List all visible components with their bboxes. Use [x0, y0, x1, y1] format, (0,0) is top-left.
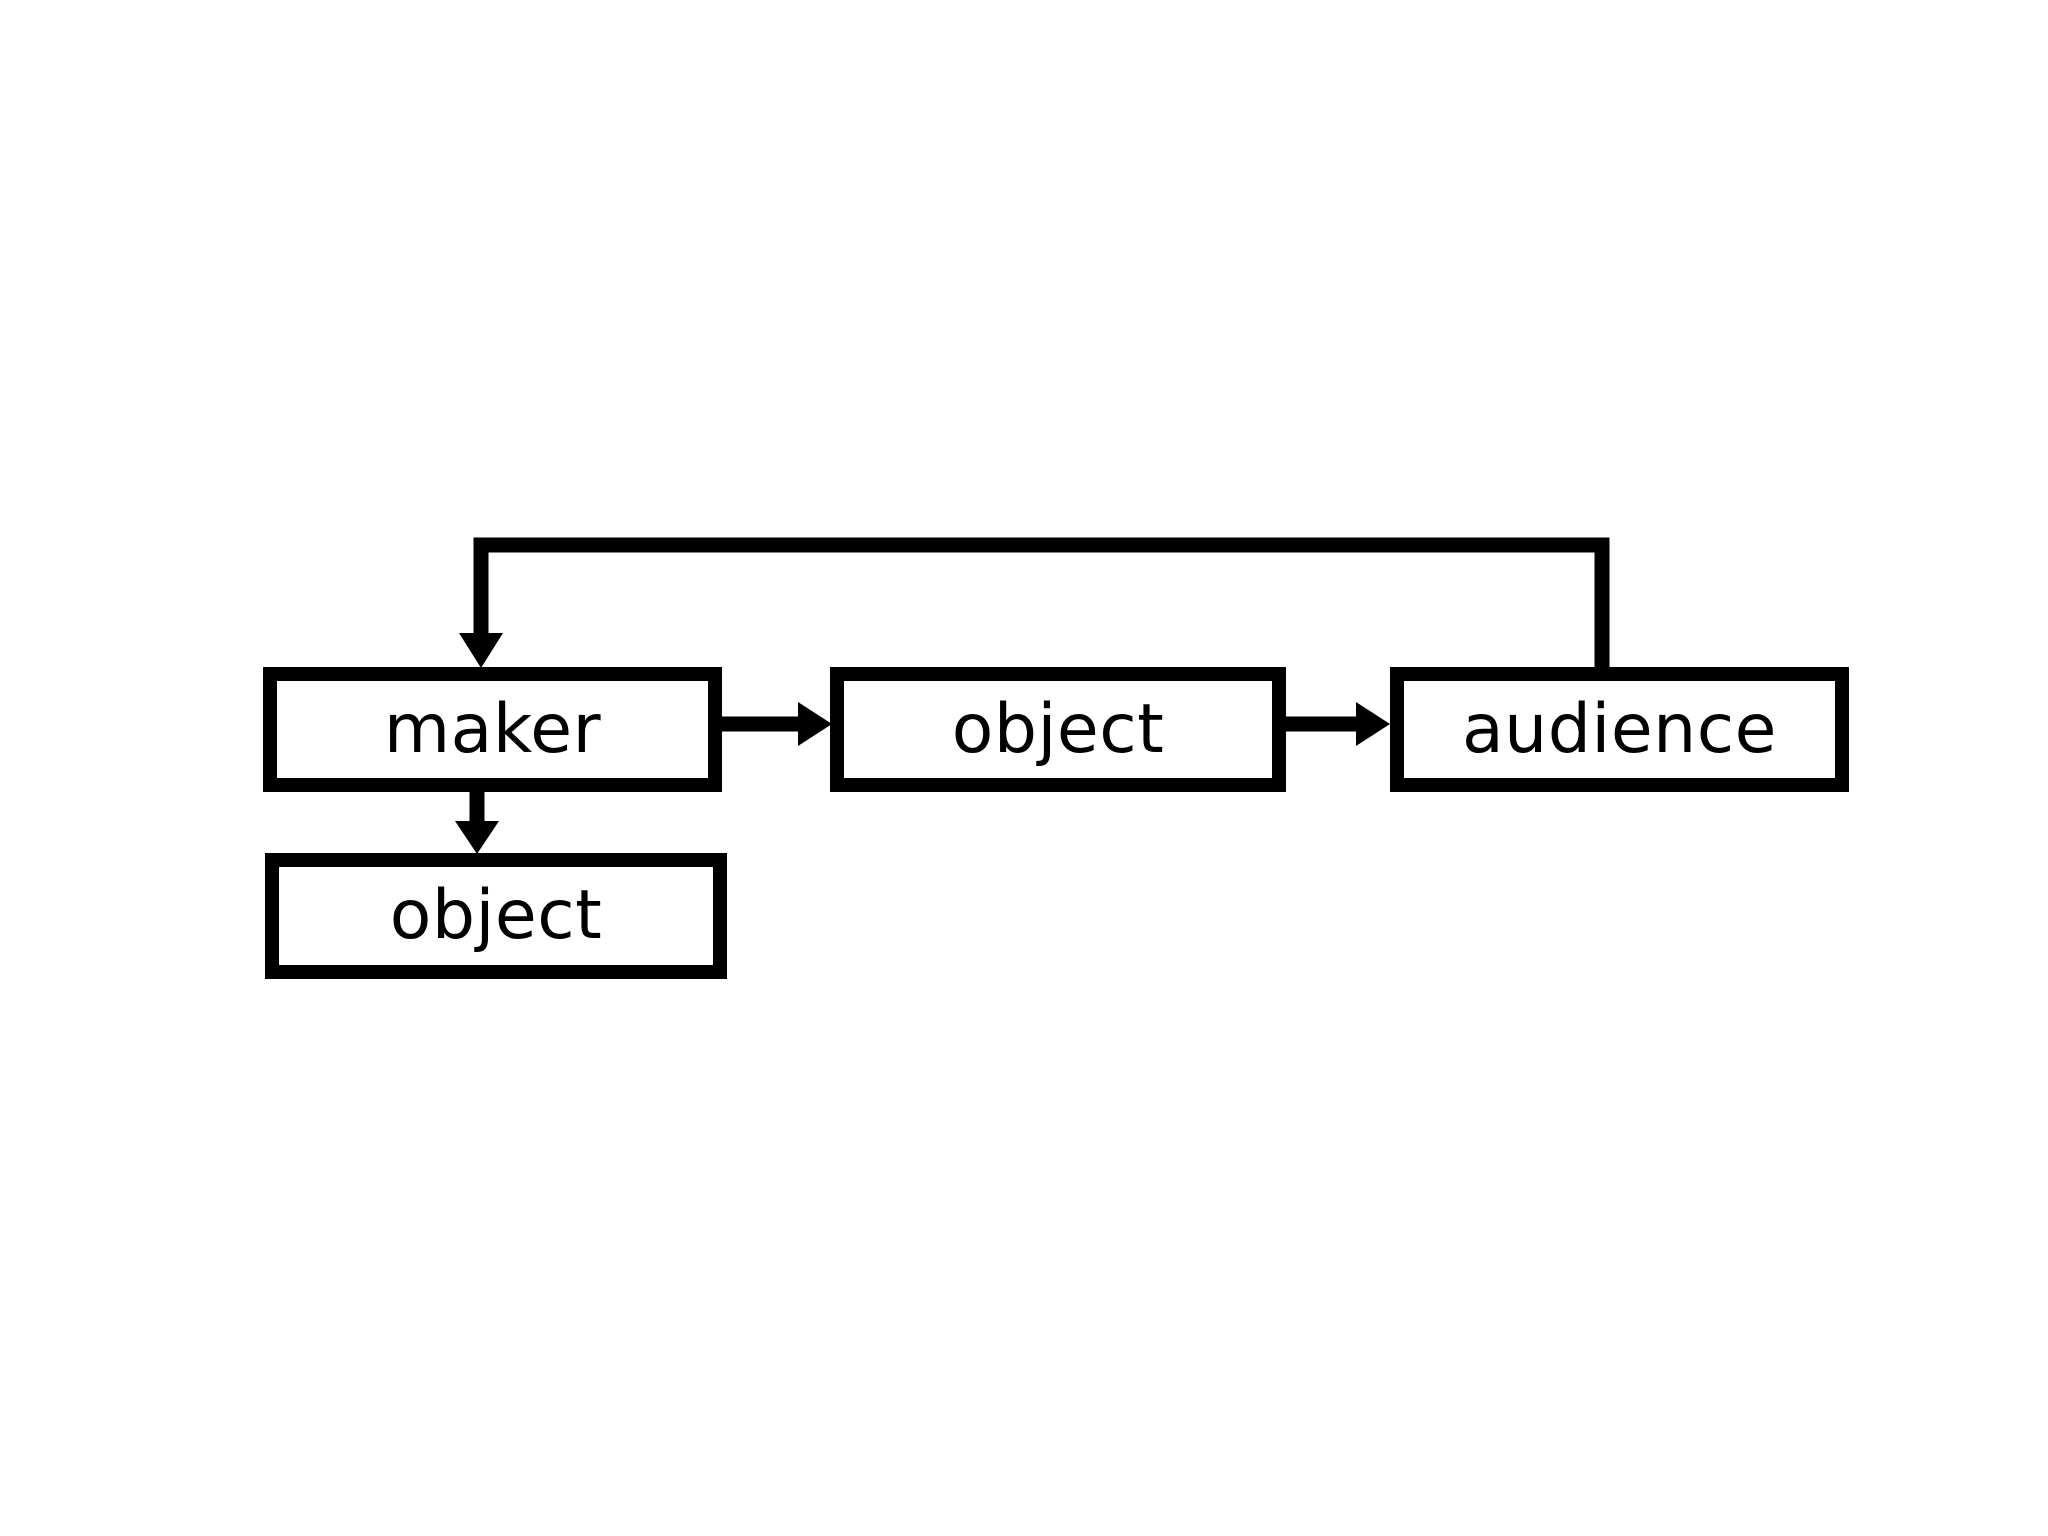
connector-line: [473, 537, 1610, 668]
node-audience: audience: [1390, 667, 1849, 792]
node-audience-label: audience: [1462, 689, 1777, 769]
arrowhead-right-icon: [798, 702, 832, 746]
node-object-secondary-label: object: [389, 876, 603, 955]
edge-maker-to-object-secondary: [455, 790, 499, 854]
arrowhead-down-icon: [455, 821, 499, 854]
edge-maker-to-object: [722, 702, 832, 746]
node-maker: maker: [263, 667, 722, 792]
node-object-secondary: object: [265, 853, 727, 979]
node-object: object: [830, 667, 1286, 792]
node-maker-label: maker: [383, 689, 602, 769]
arrowhead-right-icon: [1356, 702, 1390, 746]
node-object-label: object: [951, 689, 1165, 769]
edge-audience-to-maker-feedback: [459, 537, 1610, 668]
edge-object-to-audience: [1285, 702, 1390, 746]
arrowhead-down-icon: [459, 633, 503, 668]
